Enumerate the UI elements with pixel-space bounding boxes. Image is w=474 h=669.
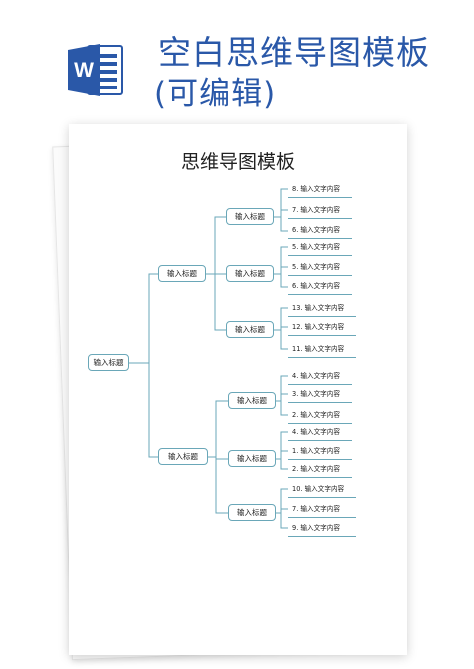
leaf-item[interactable]: 7. 输入文字内容 [288,501,356,518]
branch-node-2[interactable]: 输入标题 [158,448,208,465]
mind-map-connectors [129,188,288,529]
leaf-item[interactable]: 2. 输入文字内容 [288,461,352,478]
page-subtitle: (可编辑) [154,76,277,112]
group-node-1-1[interactable]: 输入标题 [226,208,274,225]
leaf-item[interactable]: 13. 输入文字内容 [288,300,356,317]
branch-node-1[interactable]: 输入标题 [158,265,206,282]
svg-text:W: W [74,59,94,82]
document-title: 思维导图模板 [180,151,295,173]
leaf-item[interactable]: 8. 输入文字内容 [288,181,352,198]
leaf-item[interactable]: 3. 输入文字内容 [288,386,352,403]
group-node-2-1[interactable]: 输入标题 [228,392,276,409]
leaf-item[interactable]: 6. 输入文字内容 [288,278,352,295]
leaf-item[interactable]: 1. 输入文字内容 [288,443,352,460]
leaf-item[interactable]: 4. 输入文字内容 [288,424,352,441]
leaf-item[interactable]: 6. 输入文字内容 [288,222,352,239]
mind-map-root-node[interactable]: 输入标题 [88,354,129,371]
leaf-item[interactable]: 5. 输入文字内容 [288,259,352,276]
leaf-item[interactable]: 10. 输入文字内容 [288,481,356,498]
leaf-item[interactable]: 11. 输入文字内容 [288,341,356,358]
group-node-2-2[interactable]: 输入标题 [228,450,276,467]
page-title: 空白思维导图模板 [158,33,430,72]
leaf-item[interactable]: 4. 输入文字内容 [288,368,352,385]
leaf-item[interactable]: 9. 输入文字内容 [288,520,356,537]
leaf-item[interactable]: 2. 输入文字内容 [288,407,352,424]
leaf-item[interactable]: 7. 输入文字内容 [288,202,352,219]
document-page: 思维导图模板 输入标题 输入标题 输入标题 输入标题 [69,124,407,655]
leaf-item[interactable]: 5. 输入文字内容 [288,239,352,256]
group-node-2-3[interactable]: 输入标题 [228,504,276,521]
header: W 空白思维导图模板 (可编辑) [0,0,474,120]
group-node-1-2[interactable]: 输入标题 [226,265,274,282]
word-icon: W [68,44,123,96]
leaf-item[interactable]: 12. 输入文字内容 [288,319,356,336]
group-node-1-3[interactable]: 输入标题 [226,321,274,338]
